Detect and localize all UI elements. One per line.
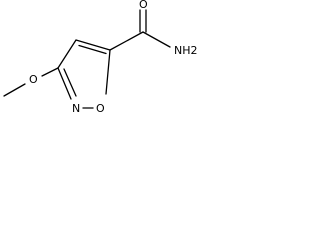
bond-carbonyl-carbon-amide-nitrogen	[142, 31, 171, 48]
bond-c5-ring-oxygen	[105, 49, 111, 95]
atom-label-amide-group: NH2	[174, 44, 198, 57]
molecule-structure: O N O O NH2	[3, 0, 198, 115]
atom-label-ring-nitrogen: N	[72, 102, 80, 115]
bond-nitrogen-c3-inner	[63, 68, 77, 97]
bond-methyl-methoxy-oxygen	[3, 83, 26, 97]
atom-label-carbonyl-oxygen: O	[139, 0, 148, 11]
bond-c4-c5-inner	[78, 44, 107, 55]
bond-nitrogen-c3	[57, 67, 72, 100]
bond-c3-c4	[57, 39, 77, 69]
atom-label-ring-oxygen: O	[96, 102, 105, 115]
atom-label-methoxy-oxygen: O	[29, 73, 38, 86]
bond-methoxy-oxygen-c3	[41, 67, 59, 77]
bond-c5-carbonyl-carbon	[109, 31, 144, 51]
bond-c4-c5	[75, 39, 111, 51]
